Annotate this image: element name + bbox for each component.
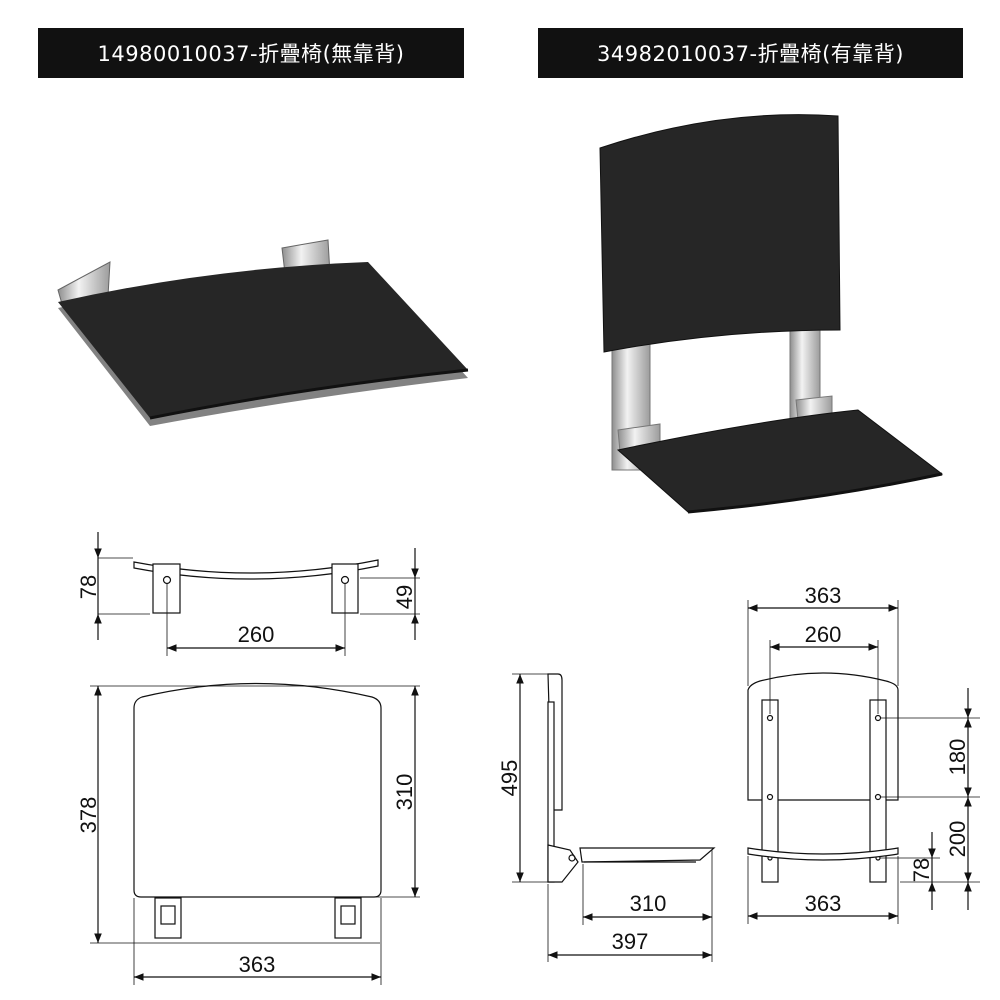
- dim-depth-378: 378: [76, 797, 101, 834]
- dim-width-363: 363: [239, 952, 276, 977]
- side-view-with-backrest: [512, 673, 716, 962]
- dim-total-depth-397: 397: [612, 929, 649, 954]
- front-view-with-backrest: [747, 600, 980, 924]
- product-title-no-backrest: 14980010037-折疊椅(無靠背): [38, 28, 464, 78]
- dim-width-top-363: 363: [805, 583, 842, 608]
- seat-photo-no-backrest: [57, 239, 469, 426]
- dim-seat-depth-310: 310: [630, 891, 667, 916]
- dim-seat-height-78: 78: [909, 858, 934, 882]
- dim-bracket-upper-180: 180: [945, 739, 970, 776]
- dim-height-495: 495: [497, 760, 522, 797]
- dim-width-bottom-363: 363: [805, 891, 842, 916]
- dim-height-78: 78: [76, 575, 101, 599]
- side-view-no-backrest: [94, 532, 420, 656]
- dim-bracket-lower-200: 200: [945, 821, 970, 858]
- product-title-with-backrest: 34982010037-折疊椅(有靠背): [538, 28, 963, 78]
- seat-photo-with-backrest: [599, 114, 944, 514]
- top-view-no-backrest: [90, 682, 420, 985]
- dim-bracket-spacing-260: 260: [238, 622, 275, 647]
- dim-bracket-spacing-260: 260: [805, 622, 842, 647]
- dim-bracket-height-49: 49: [392, 585, 417, 609]
- dim-seat-depth-310: 310: [392, 774, 417, 811]
